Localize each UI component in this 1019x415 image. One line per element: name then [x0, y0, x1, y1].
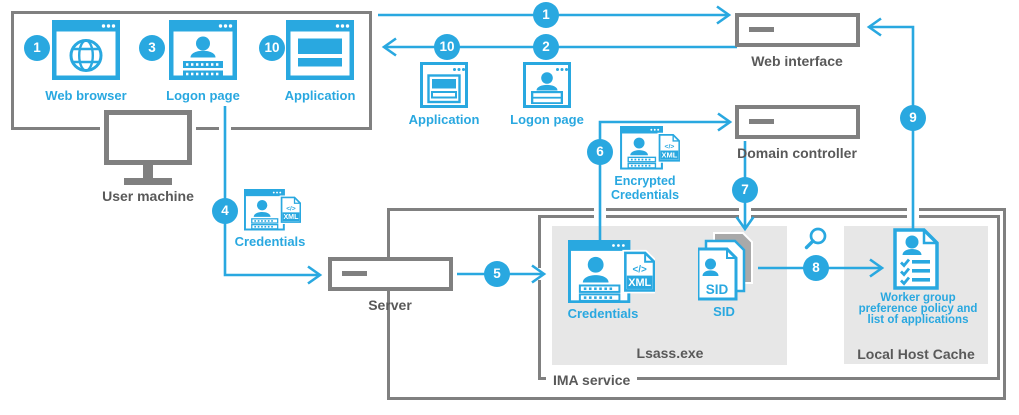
lsass-label: Lsass.exe [636, 345, 704, 361]
server-node [328, 257, 453, 291]
server-farm-outer-box [387, 208, 1006, 400]
logon-page-label: Logon page [166, 88, 240, 103]
xml-text: XML [628, 277, 651, 289]
credentials-lsass-label: Credentials [567, 306, 639, 321]
server-dash [749, 119, 774, 124]
step-8-circle: 8 [803, 255, 829, 281]
worker-policy-doc-icon [893, 228, 939, 290]
encrypted-credentials-icon: </> XML [620, 126, 680, 170]
application-label: Application [284, 88, 356, 103]
arrow-step6-to-domain-controller [598, 112, 733, 244]
step-6-circle: 6 [587, 139, 613, 165]
arrow-step4-credentials-to-server [223, 106, 323, 285]
server-dash [342, 271, 367, 276]
arrow-step9-to-web-interface [866, 17, 915, 231]
step-2-circle: 2 [533, 34, 559, 60]
worker-policy-label: Worker group preference policy and list … [858, 292, 978, 326]
domain-controller-node [735, 105, 860, 139]
credentials-label: Credentials [234, 234, 306, 249]
returned-application-icon [420, 62, 468, 108]
local-host-cache-label: Local Host Cache [857, 346, 975, 362]
credentials-lsass-icon: </> XML [568, 240, 655, 303]
monitor-icon [104, 110, 192, 185]
step-10-circle: 10 [434, 34, 460, 60]
ima-service-box [538, 215, 1000, 380]
web-browser-icon [52, 20, 120, 80]
domain-controller-label: Domain controller [737, 145, 857, 161]
user-machine-label: User machine [102, 188, 194, 204]
returned-application-label: Application [408, 112, 480, 127]
xml-code-text: </> [664, 143, 674, 150]
ima-service-label: IMA service [546, 372, 638, 388]
web-interface-node [735, 13, 860, 47]
badge-application: 10 [259, 35, 285, 61]
magnifier-icon [804, 227, 827, 250]
sid-stack-icon: SID [698, 232, 753, 301]
step-7-circle: 7 [732, 177, 758, 203]
encrypted-credentials-label: Encrypted Credentials [610, 174, 680, 202]
web-interface-label: Web interface [751, 53, 843, 69]
step-4-circle: 4 [212, 198, 238, 224]
badge-web-browser: 1 [24, 35, 50, 61]
xml-code-text: </> [286, 205, 296, 212]
server-dash [749, 27, 774, 32]
step-1-circle: 1 [533, 2, 559, 28]
step-5-circle: 5 [484, 261, 510, 287]
server-label: Server [368, 297, 412, 313]
xml-text: XML [283, 213, 299, 221]
badge-logon-page: 3 [139, 35, 165, 61]
web-browser-label: Web browser [45, 88, 127, 103]
sid-doc-text: SID [706, 282, 729, 297]
xml-code-text: </> [633, 265, 648, 276]
step-9-circle: 9 [900, 105, 926, 131]
returned-logon-page-label: Logon page [510, 112, 584, 127]
returned-logon-page-icon [523, 62, 571, 108]
sid-label: SID [713, 304, 735, 319]
application-icon [286, 20, 354, 80]
credentials-icon: </> XML [244, 189, 301, 231]
xml-text: XML [662, 151, 678, 160]
logon-page-icon [169, 20, 237, 80]
